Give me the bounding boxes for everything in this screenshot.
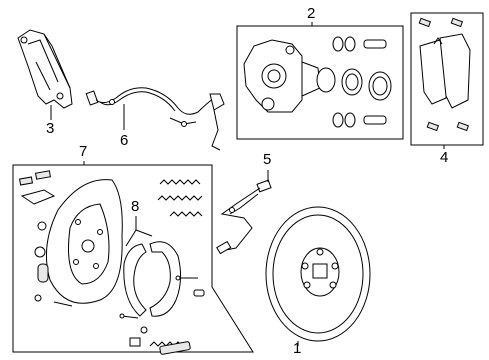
brake-pads bbox=[418, 17, 471, 132]
pads-group-box bbox=[410, 12, 484, 146]
callout-7: 7 bbox=[79, 143, 88, 160]
brake-hose bbox=[216, 170, 272, 255]
caliper-bracket bbox=[17, 29, 73, 120]
callout-4: 4 bbox=[440, 149, 449, 166]
callout-6: 6 bbox=[120, 132, 129, 149]
parking-brake-hardware bbox=[18, 170, 73, 307]
brake-shoes bbox=[123, 241, 182, 317]
brake-rotor bbox=[265, 206, 371, 346]
parking-brake-group-box bbox=[12, 164, 254, 353]
caliper-group-box bbox=[236, 25, 404, 140]
callout-8: 8 bbox=[131, 198, 140, 215]
brake-caliper bbox=[243, 39, 321, 113]
caliper-bolts-and-seals bbox=[316, 36, 392, 128]
callout-3: 3 bbox=[46, 120, 55, 137]
callout-2: 2 bbox=[307, 5, 316, 22]
wheel-speed-sensor bbox=[85, 87, 225, 151]
callout-1: 1 bbox=[293, 340, 302, 357]
backing-plate bbox=[45, 179, 123, 304]
callout-5: 5 bbox=[263, 151, 272, 168]
shoe-adjuster-and-pins bbox=[119, 275, 205, 355]
callout-8-leaders bbox=[125, 216, 153, 247]
